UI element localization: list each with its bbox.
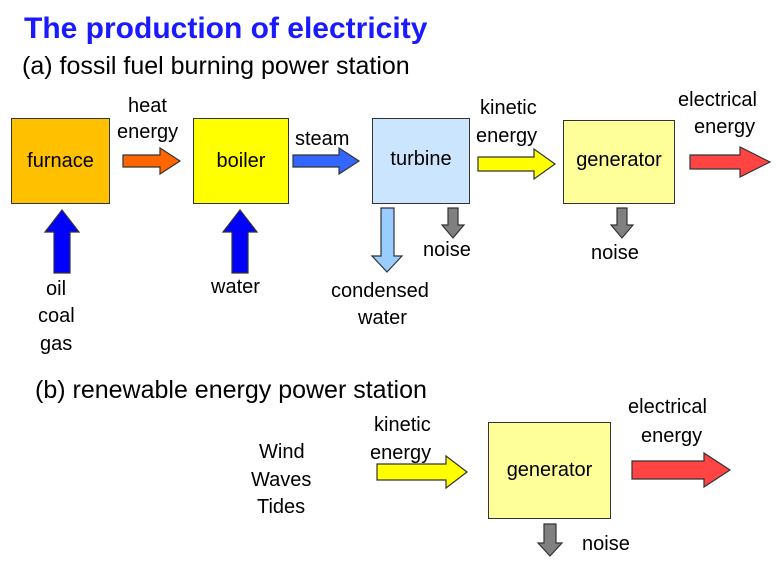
condensed-label: condensed: [331, 280, 429, 302]
generator-label-b: generator: [506, 459, 593, 481]
kinetic-label-a: kinetic: [480, 97, 537, 119]
electrical-energy-label-a: energy: [694, 116, 756, 138]
condensed-water-arrow: [370, 207, 404, 273]
source-wind-label: Wind: [259, 441, 305, 463]
furnace-box: furnace: [11, 118, 110, 204]
section-b-heading: (b) renewable energy power station: [35, 376, 427, 404]
turbine-noise-label: noise: [423, 239, 471, 261]
fuel-input-arrow: [43, 209, 81, 274]
electrical-energy-arrow-a: [689, 146, 772, 178]
electrical-energy-arrow-b: [631, 451, 732, 489]
kinetic-label-b: kinetic: [374, 414, 431, 436]
turbine-noise-arrow: [440, 207, 466, 239]
water-label: water: [211, 276, 260, 298]
boiler-box: boiler: [193, 118, 289, 204]
electrical-energy-label-b: energy: [641, 425, 703, 447]
fuel-oil-label: oil: [46, 278, 67, 300]
generator-label-a: generator: [576, 149, 662, 171]
generator-box-b: generator: [488, 422, 611, 519]
boiler-label: boiler: [216, 149, 266, 172]
fuel-coal-label: coal: [38, 305, 75, 327]
furnace-label: furnace: [27, 149, 94, 172]
generator-box-a: generator: [563, 120, 675, 204]
kinetic-energy-label-b: energy: [370, 442, 432, 464]
kinetic-energy-label-a: energy: [476, 125, 538, 147]
electrical-label-a: electrical: [678, 89, 757, 111]
generator-noise-arrow-b: [536, 523, 564, 557]
electrical-label-b: electrical: [628, 396, 707, 418]
steam-label: steam: [295, 128, 350, 150]
generator-noise-label-b: noise: [582, 533, 630, 555]
heat-label: heat: [128, 95, 167, 117]
steam-arrow: [292, 146, 361, 176]
heat-energy-label: energy: [117, 121, 179, 143]
heat-energy-arrow: [122, 146, 182, 176]
water-input-arrow: [221, 209, 259, 274]
turbine-box: turbine: [372, 118, 470, 204]
fuel-gas-label: gas: [40, 333, 73, 355]
source-waves-label: Waves: [251, 469, 312, 491]
source-tides-label: Tides: [257, 496, 306, 518]
generator-noise-arrow-a: [609, 207, 635, 239]
kinetic-energy-arrow-a: [477, 147, 557, 181]
condensed-water-label: water: [358, 307, 407, 329]
turbine-label: turbine: [390, 148, 452, 170]
kinetic-energy-arrow-b: [376, 454, 468, 490]
generator-noise-label-a: noise: [591, 242, 639, 264]
page-title: The production of electricity: [24, 12, 428, 45]
section-a-heading: (a) fossil fuel burning power station: [22, 52, 410, 80]
